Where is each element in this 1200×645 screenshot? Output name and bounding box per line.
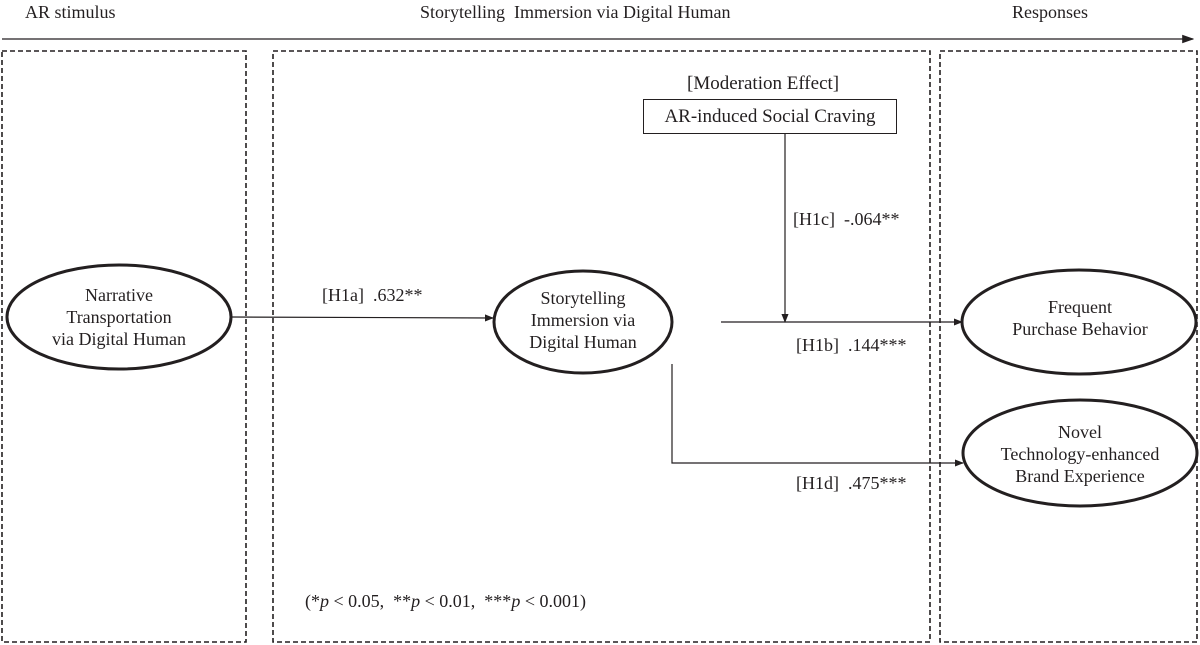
- moderation-effect-heading: [Moderation Effect]: [687, 73, 840, 94]
- header-storytelling-immersion: Storytelling Immersion via Digital Human: [420, 2, 731, 22]
- responses-panel: [939, 50, 1198, 643]
- header-ar-stimulus: AR stimulus: [25, 2, 116, 22]
- path-h1d: [671, 364, 964, 467]
- stimulus-panel: [1, 50, 247, 643]
- header-responses: Responses: [1012, 2, 1088, 22]
- coefficient-h1d: [H1d] .475***: [796, 473, 907, 493]
- novel-brand-experience-node: [961, 398, 1199, 508]
- storytelling-immersion-label: Storytelling Immersion via Digital Human: [529, 288, 637, 352]
- coefficient-h1c: [H1c] -.064**: [793, 209, 900, 229]
- frequent-purchase-label: Frequent Purchase Behavior: [1012, 297, 1148, 339]
- path-h1a: [230, 314, 494, 322]
- coefficient-h1a: [H1a] .632**: [322, 285, 423, 305]
- social-craving-box: AR-induced Social Craving: [643, 99, 897, 134]
- significance-note: (*p < 0.05, **p < 0.01, ***p < 0.001): [305, 591, 586, 611]
- storytelling-immersion-node: [492, 269, 674, 375]
- narrative-transportation-label: Narrative Transportation via Digital Hum…: [52, 285, 186, 349]
- coefficient-h1b: [H1b] .144***: [796, 335, 907, 355]
- immersion-panel: [272, 50, 931, 643]
- novel-brand-experience-label: Novel Technology-enhanced Brand Experien…: [1000, 422, 1160, 486]
